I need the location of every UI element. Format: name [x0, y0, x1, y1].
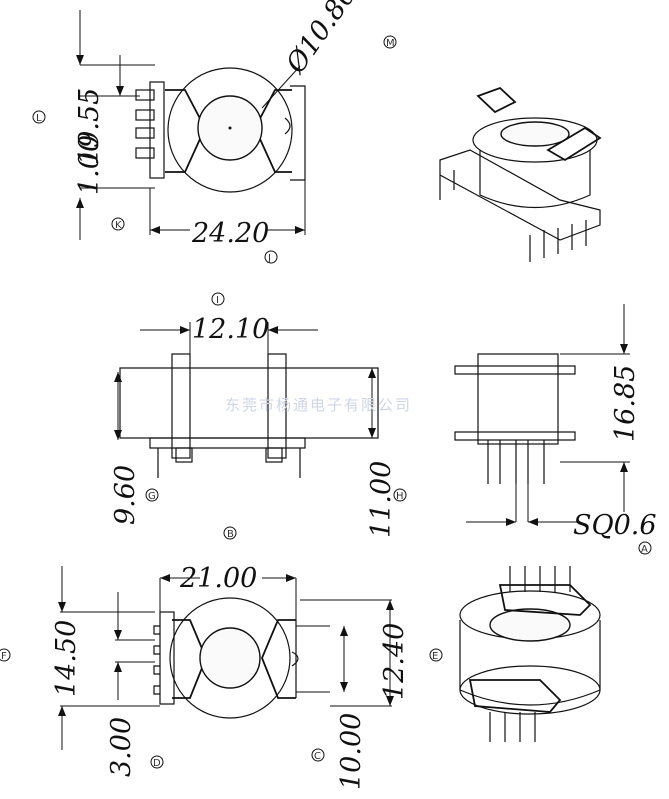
pin-square-label: SQ0.6: [573, 510, 657, 541]
view-bubble-G: G: [145, 488, 159, 502]
total-length-label: 11.00: [366, 461, 397, 538]
svg-text:B: B: [227, 529, 234, 540]
svg-text:D: D: [153, 758, 161, 769]
svg-text:H: H: [396, 491, 404, 502]
core-height-label: 12.40: [379, 623, 410, 700]
side-view-dimensions: [466, 304, 630, 526]
watermark-text: 东莞市杨通电子有限公司: [225, 396, 412, 414]
view-bubble-B: B: [223, 526, 237, 540]
top-view-dimensions: [76, 10, 306, 240]
bottom-view-dimensions: [58, 566, 394, 750]
top-width-label: 24.20: [191, 218, 269, 249]
svg-text:I: I: [216, 295, 219, 306]
iso-view-upper: [439, 86, 602, 262]
top-height-label: 19.55: [74, 88, 105, 165]
svg-text:L: L: [36, 113, 42, 124]
view-bubble-J: J: [264, 250, 278, 264]
bottom-width-label: 21.00: [179, 563, 257, 594]
top-view: [135, 65, 306, 193]
svg-text:J: J: [267, 253, 271, 264]
view-bubble-A: A: [638, 541, 652, 555]
front-view: [119, 353, 379, 478]
view-bubble-F: F: [0, 648, 11, 662]
view-bubble-E: E: [429, 648, 443, 662]
slot-gap-label: 3.00: [106, 717, 137, 777]
svg-text:G: G: [148, 491, 156, 502]
view-bubble-D: D: [150, 755, 164, 769]
svg-text:M: M: [386, 38, 395, 49]
pin-height-label: 16.85: [610, 365, 641, 442]
view-bubble-C: C: [311, 748, 325, 762]
view-bubble-H: H: [393, 488, 407, 502]
diameter-label: Ø10.80: [280, 0, 363, 80]
view-bubble-I: I: [211, 292, 225, 306]
svg-text:F: F: [1, 651, 7, 662]
side-view: [454, 353, 576, 522]
inner-height-label: 10.00: [336, 713, 367, 790]
flange-spacing-label: 12.10: [192, 314, 269, 345]
svg-text:E: E: [432, 651, 438, 662]
svg-text:A: A: [641, 544, 648, 555]
pin-offset-top-label: 1.00: [74, 135, 105, 195]
view-bubble-M: M: [383, 35, 397, 49]
view-bubble-K: K: [111, 217, 125, 231]
svg-text:K: K: [115, 220, 122, 231]
svg-text:C: C: [314, 751, 321, 762]
bottom-height-label: 14.50: [51, 620, 82, 697]
iso-view-lower: [459, 566, 601, 742]
front-view-dimensions: [114, 322, 376, 440]
view-bubble-L: L: [32, 110, 46, 124]
winding-height-label: 9.60: [110, 465, 141, 525]
bottom-view: [153, 597, 330, 719]
